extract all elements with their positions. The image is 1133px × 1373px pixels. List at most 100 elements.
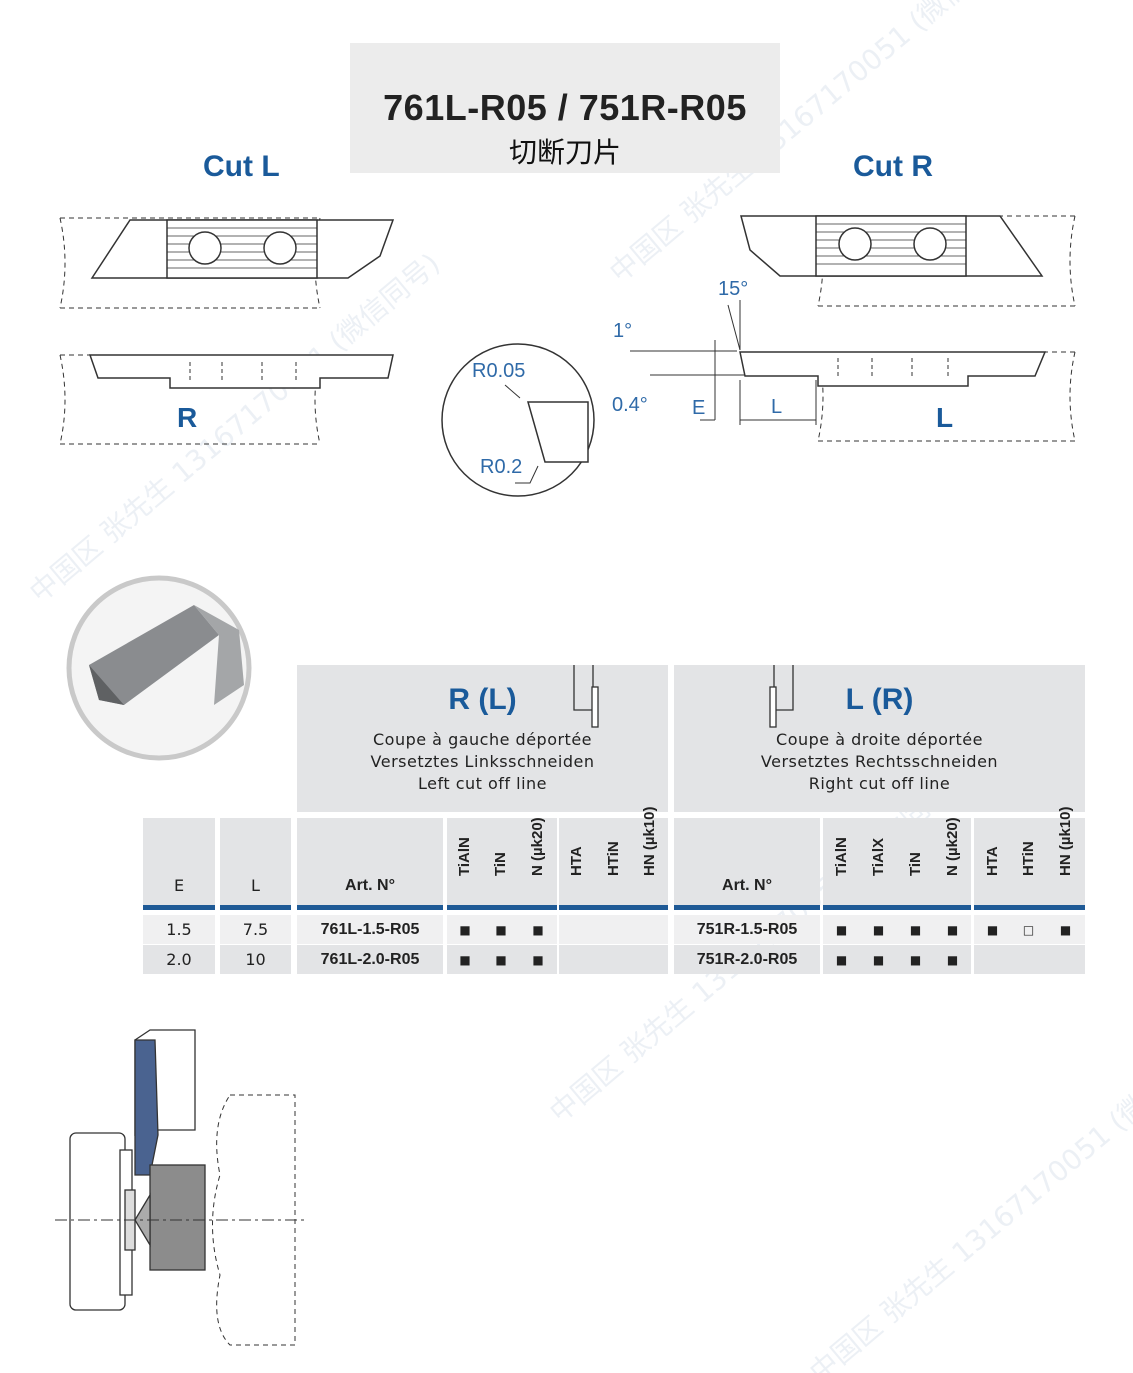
availability-mark [1047, 945, 1084, 974]
availability-mark: ■ [495, 923, 507, 937]
availability-mark: ■ [872, 953, 885, 967]
row-bg [823, 945, 971, 974]
row-bg [559, 945, 668, 974]
radius-bottom-label: R0.2 [480, 456, 523, 478]
col-header-left-coating: HTA [559, 818, 595, 905]
coating-label: N (µk20) [529, 817, 546, 876]
cell-art-left: 761L-2.0-R05 [320, 951, 420, 968]
row-bg [974, 945, 1085, 974]
availability-mark [596, 915, 632, 944]
panel-left-cut: R (L) Coupe à gauche déportée Versetztes… [297, 665, 668, 812]
panel-right-cut: L (R) Coupe à droite déportée Versetztes… [674, 665, 1085, 812]
availability-mark [632, 945, 668, 974]
col-header-right-coating: HTiN [1010, 818, 1047, 905]
cell-art-left: 761L-1.5-R05 [320, 921, 420, 938]
panel-desc-fr: Coupe à gauche déportée [372, 730, 593, 749]
col-header-left-coating: HTiN [596, 818, 632, 905]
detail-view [441, 343, 595, 497]
col-header-left-coating: N (µk20) [520, 817, 556, 905]
header-rule [220, 905, 291, 910]
row-bg [220, 915, 291, 944]
r-side-view [59, 354, 394, 445]
row-bg [674, 945, 820, 974]
header-rule [297, 905, 443, 910]
row-bg [823, 915, 971, 944]
insert-drawings [59, 215, 1076, 497]
availability-mark [1010, 945, 1047, 974]
col-header-left-coating: HN (µk10) [632, 807, 668, 905]
availability-mark [559, 915, 595, 944]
col-group-right-hard [974, 818, 1085, 905]
row-bg [297, 915, 443, 944]
availability-mark: ■ [835, 953, 848, 967]
availability-mark: ■ [532, 923, 544, 937]
coating-label: HTA [983, 846, 1001, 876]
availability-mark: ■ [909, 953, 922, 967]
header-rule [143, 905, 215, 910]
dim-e-label: E [692, 397, 706, 419]
availability-mark: ■ [495, 953, 507, 967]
header-label: Art. N° [345, 877, 395, 894]
col-header-e: E [143, 818, 215, 905]
availability-mark: ■ [532, 953, 544, 967]
col-group-left-hard [559, 818, 668, 905]
angle-1-label: 1° [613, 320, 633, 342]
angle-04-label: 0.4° [612, 394, 648, 416]
cut-r-label: Cut R [853, 150, 933, 183]
availability-mark: ■ [946, 923, 959, 937]
watermark: 中国区 张先生 13167170051 (微信同号) [803, 1026, 1133, 1373]
header-rule [674, 905, 820, 910]
col-header-right-coating: HN (µk10) [1047, 807, 1084, 905]
side-view-right-label: L [936, 402, 954, 433]
col-group-right-coatings [823, 818, 971, 905]
availability-mark: ■ [909, 923, 922, 937]
availability-mark [974, 945, 1011, 974]
header-rule [559, 905, 668, 910]
header-rule [823, 905, 971, 910]
panel-desc-fr: Coupe à droite déportée [776, 730, 983, 749]
col-header-art-right: Art. N° [674, 818, 820, 905]
row-bg [143, 945, 215, 974]
availability-mark: □ [1022, 923, 1035, 937]
cut-l-label: Cut L [203, 150, 280, 183]
coating-label: HN (µk10) [1056, 806, 1074, 877]
row-bg [447, 945, 557, 974]
availability-mark: ■ [946, 953, 959, 967]
cell-l: 10 [245, 950, 266, 969]
col-header-right-coating: TiAlN [823, 818, 860, 905]
row-bg [143, 915, 215, 944]
insert-product-image [66, 575, 252, 761]
page-title: 761L-R05 / 751R-R05 [383, 87, 747, 128]
col-header-right-coating: N (µk20) [934, 817, 971, 905]
dim-l-label: L [771, 396, 783, 418]
coating-label: TiN [906, 852, 924, 876]
coating-label: HN (µk10) [641, 806, 658, 877]
coating-label: N (µk20) [943, 817, 961, 876]
radius-top-label: R0.05 [472, 360, 526, 382]
row-bg [559, 915, 668, 944]
l-side-view [630, 300, 1076, 442]
row-bg [297, 945, 443, 974]
row-bg [974, 915, 1085, 944]
coating-label: HTiN [1019, 841, 1037, 876]
header-rule [974, 905, 1085, 910]
col-group-left-coatings [447, 818, 557, 905]
availability-mark [632, 915, 668, 944]
coating-label: TiAlN [456, 837, 473, 876]
header-label: Art. N° [722, 877, 772, 894]
panel-code: L (R) [845, 683, 914, 716]
coating-label: TiAlX [869, 837, 887, 876]
availability-mark: ■ [986, 923, 999, 937]
row-bg [447, 915, 557, 944]
col-header-left-coating: TiN [483, 818, 519, 905]
cutting-operation-illustration [55, 1029, 305, 1346]
panel-desc-en: Left cut off line [418, 774, 547, 793]
coating-label: TiN [492, 852, 509, 876]
col-header-right-coating: TiAlX [860, 818, 897, 905]
availability-mark: ■ [872, 923, 885, 937]
availability-mark [559, 945, 595, 974]
availability-mark: ■ [1059, 923, 1072, 937]
coating-label: HTiN [605, 841, 622, 876]
cut-r-top-view [740, 215, 1076, 307]
